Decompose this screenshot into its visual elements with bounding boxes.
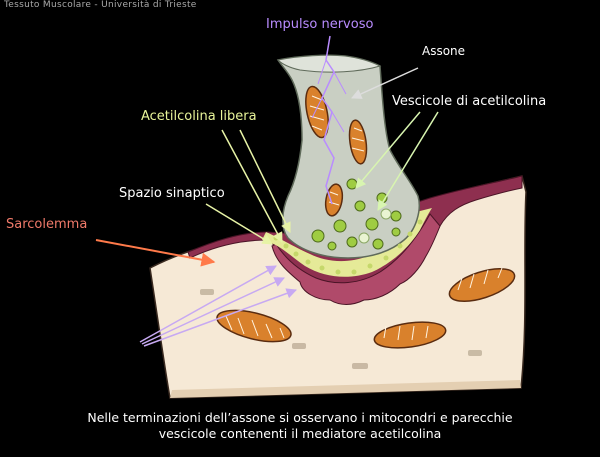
vescicole-arrow-2 [377, 111, 439, 211]
label-sarcolemma: Sarcolemma [6, 217, 88, 232]
sarcolemma-arrow [95, 239, 216, 267]
free-acetylcholine [273, 219, 423, 275]
fold-arrow-2 [141, 277, 285, 345]
label-vescicole: Vescicole di acetilcolina [392, 94, 547, 109]
label-assone: Assone [422, 44, 466, 58]
fold-arrow-1 [139, 265, 277, 343]
muscle-features [200, 289, 482, 369]
caption-line-1: Nelle terminazioni dell’assone si osserv… [87, 410, 513, 425]
label-acetilcolina-libera: Acetilcolina libera [141, 109, 257, 124]
axon-mitochondria [305, 85, 368, 217]
vescicole-arrow-1 [355, 111, 421, 189]
spazio-arrow [205, 203, 273, 245]
label-spazio-sinaptico: Spazio sinaptico [119, 186, 225, 201]
assone-arrow [351, 67, 419, 99]
header-title: Tessuto Muscolare - Università di Triest… [4, 0, 197, 10]
fold-arrow-3 [143, 288, 297, 347]
synaptic-space [262, 208, 432, 277]
axon-terminal [276, 54, 420, 259]
muscle-fiber-shading [170, 380, 521, 398]
caption-line-2: vescicole contenenti il mediatore acetil… [158, 426, 442, 441]
label-impulso-nervoso: Impulso nervoso [266, 17, 374, 32]
acetilcolina-arrow-1 [221, 129, 283, 243]
acetilcolina-arrow-2 [239, 129, 291, 233]
junctional-folds [271, 213, 441, 305]
